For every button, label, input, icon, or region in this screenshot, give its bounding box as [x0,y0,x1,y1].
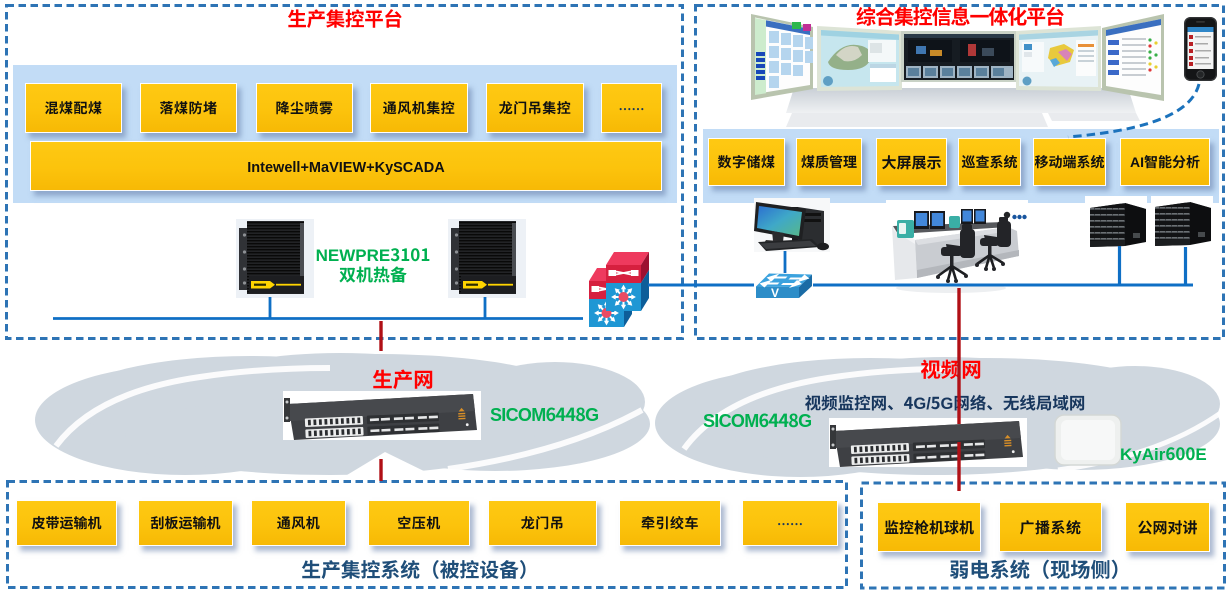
svg-text:V: V [771,286,779,300]
